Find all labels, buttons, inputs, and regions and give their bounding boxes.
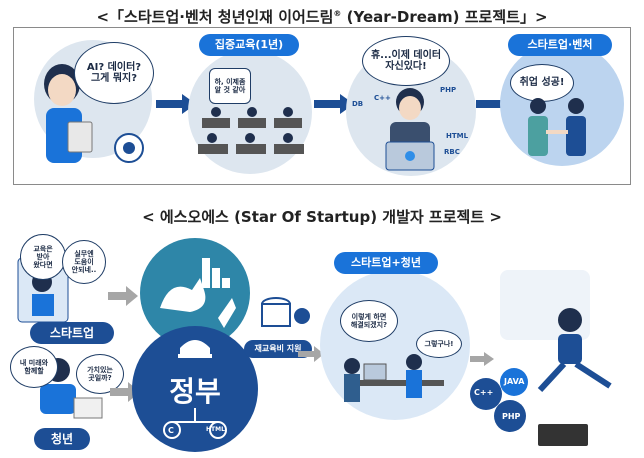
gear-tag-java: JAVA (504, 377, 525, 386)
tag-cpp: C++ (374, 94, 391, 102)
arrow-right-icon (108, 286, 138, 306)
gov-icon-c-label: C (168, 426, 174, 435)
speech-bubble-training: 교육은 받아 왔다면 (20, 234, 66, 280)
developer-laptop-illustration (385, 88, 435, 171)
arrow-right-icon (470, 352, 494, 366)
confused-student-illustration (44, 64, 144, 163)
government-building-icon (163, 340, 227, 439)
speech-bubble-ready: 휴...이제 데이터 자신있다! (362, 36, 450, 86)
year-dream-panel: AI? 데이터? 그게 뭐지? 집중교육(1년) 하, 이제좀 알 것 같아 휴… (13, 27, 631, 185)
speech-bubble-future: 내 미래와 함께할 (10, 346, 58, 388)
stage4-circle (500, 42, 624, 166)
speech-bubble-hired: 취업 성공! (510, 64, 574, 102)
unicorn-rocket-icon (160, 258, 236, 328)
top-project-title: <「스타트업·벤처 청년인재 이어드림® (Year-Dream) 프로젝트」> (96, 8, 548, 26)
pill-retraining-subsidy: 재교육비 지원 (244, 340, 312, 358)
pill-youth: 청년 (34, 428, 90, 450)
classroom-desks-illustration (198, 107, 304, 154)
gov-icon-html-label: HTML (206, 426, 225, 433)
bottom-project-title: < 에스오에스 (Star Of Startup) 개발자 프로젝트 > (142, 208, 502, 226)
gears-icon (470, 368, 528, 432)
tag-html: HTML (446, 132, 469, 140)
pill-startup-venture: 스타트업·벤처 (508, 34, 612, 56)
government-label: 정부 (169, 375, 221, 408)
gear-tag-php: PHP (502, 412, 521, 421)
pill-training-1year: 집중교육(1년) (199, 34, 299, 56)
speech-bubble-not-helpful: 실무엔 도움이 안되네.. (62, 240, 106, 284)
speech-bubble-question: AI? 데이터? 그게 뭐지? (74, 42, 154, 104)
jumping-developer-illustration (500, 270, 612, 446)
tag-php: PHP (440, 86, 457, 94)
speech-bubble-i-see: 그렇구나! (416, 330, 462, 358)
pill-startup: 스타트업 (30, 322, 114, 344)
speech-bubble-solution: 이렇게 하면 해결되겠지? (340, 300, 398, 342)
speech-bubble-worth: 가치있는 곳일까? (76, 354, 124, 394)
coins-icon (261, 297, 310, 327)
board-note: 하, 이제좀 알 것 같아 (209, 68, 251, 104)
pill-startup-plus-youth: 스타트업+청년 (334, 252, 438, 274)
office-mentoring-illustration (344, 354, 444, 402)
sos-panel: 교육은 받아 왔다면 실무엔 도움이 안되네.. 스타트업 내 미래와 함께할 … (4, 230, 640, 456)
arrow-right-icon (314, 94, 354, 114)
gear-tag-cpp: C++ (474, 388, 494, 397)
arrow-right-icon (298, 346, 324, 362)
arrow-right-icon (156, 94, 196, 114)
tag-db: DB (352, 100, 364, 108)
tag-rbc: RBC (444, 148, 460, 156)
handshake-illustration (528, 98, 586, 156)
